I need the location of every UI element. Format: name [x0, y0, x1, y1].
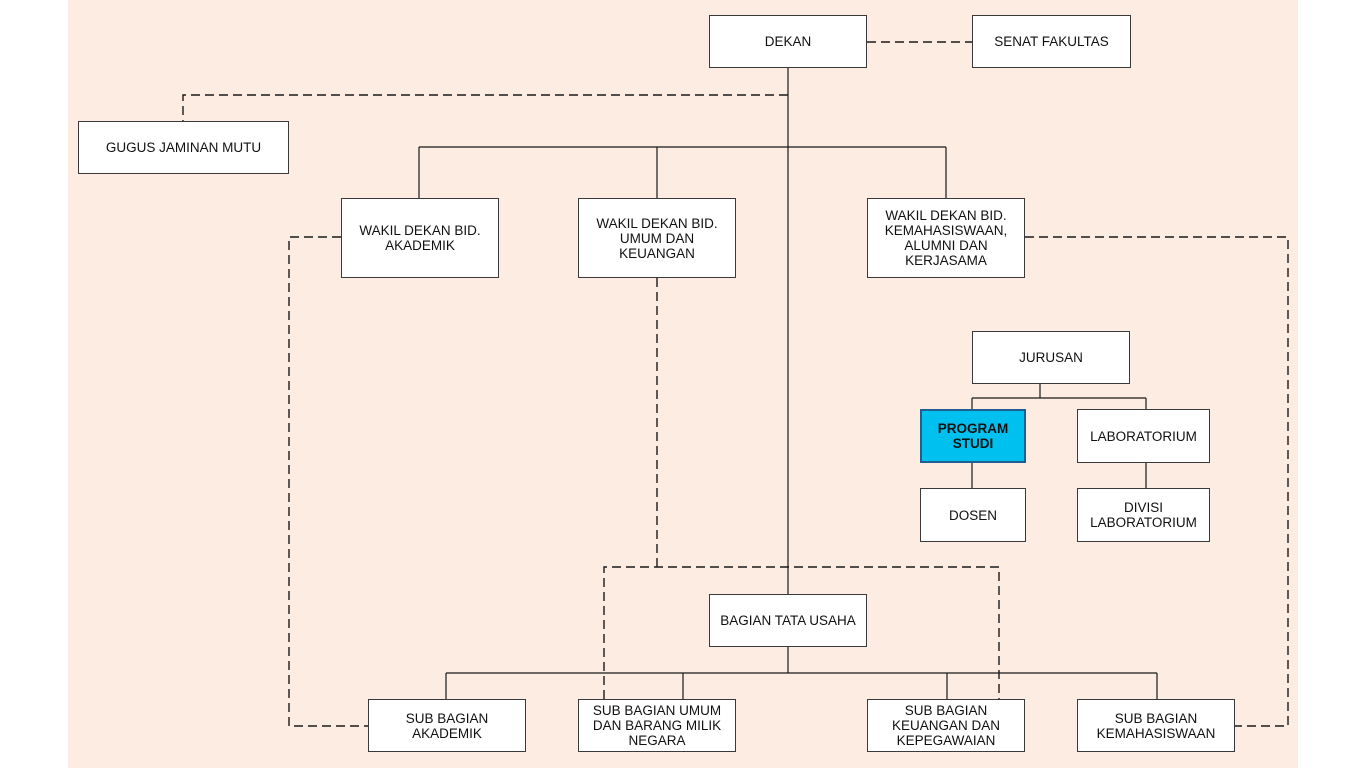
sb-keuangan-kepegawaian-box[interactable]: SUB BAGIAN KEUANGAN DAN KEPEGAWAIAN: [867, 699, 1025, 752]
dekan-gugus-dashed: [182, 94, 788, 121]
gugus-jaminan-mutu-box[interactable]: GUGUS JAMINAN MUTU: [78, 121, 289, 174]
dashed-connectors: [182, 41, 1289, 727]
akademik-dashed: [288, 236, 368, 727]
connector-lines: [68, 0, 1298, 768]
kemahasiswaan-dashed: [1025, 236, 1289, 727]
solid-connectors: [418, 68, 1158, 699]
jurusan-label: JURUSAN: [1019, 350, 1083, 365]
dekan-label: DEKAN: [764, 34, 812, 49]
dosen-box[interactable]: DOSEN: [920, 488, 1026, 542]
sb-keuangan-kepegawaian-label: SUB BAGIAN KEUANGAN DAN KEPEGAWAIAN: [891, 703, 1001, 748]
laboratorium-label: LABORATORIUM: [1090, 428, 1197, 444]
bagian-tata-usaha-box[interactable]: BAGIAN TATA USAHA: [709, 594, 867, 647]
wd-akademik-box[interactable]: WAKIL DEKAN BID. AKADEMIK: [341, 198, 499, 278]
wd-kemahasiswaan-label: WAKIL DEKAN BID. KEMAHASISWAAN, ALUMNI D…: [884, 208, 1008, 268]
divisi-laboratorium-box[interactable]: DIVISI LABORATORIUM: [1077, 488, 1210, 542]
program-studi-box[interactable]: PROGRAM STUDI: [920, 409, 1026, 463]
sb-akademik-box[interactable]: SUB BAGIAN AKADEMIK: [368, 699, 526, 752]
chart-background: [68, 0, 1298, 768]
jurusan-box[interactable]: JURUSAN: [972, 331, 1130, 384]
wd-umum-keuangan-box[interactable]: WAKIL DEKAN BID. UMUM DAN KEUANGAN: [578, 198, 736, 278]
sb-kemahasiswaan-box[interactable]: SUB BAGIAN KEMAHASISWAAN: [1077, 699, 1235, 752]
sb-akademik-label: SUB BAGIAN AKADEMIK: [405, 710, 489, 741]
wd-akademik-label: WAKIL DEKAN BID. AKADEMIK: [359, 223, 481, 253]
dekan-box[interactable]: DEKAN: [709, 15, 867, 68]
sb-umum-barang-box[interactable]: SUB BAGIAN UMUM DAN BARANG MILIK NEGARA: [578, 699, 736, 752]
sb-kemahasiswaan-label: SUB BAGIAN KEMAHASISWAAN: [1096, 710, 1216, 741]
program-studi-label: PROGRAM STUDI: [937, 421, 1009, 451]
dosen-label: DOSEN: [948, 507, 997, 523]
umum-keuangan-dashed: [603, 566, 1000, 699]
sb-umum-barang-label: SUB BAGIAN UMUM DAN BARANG MILIK NEGARA: [592, 703, 722, 748]
gugus-jaminan-mutu-label: GUGUS JAMINAN MUTU: [105, 140, 262, 155]
wd-kemahasiswaan-box[interactable]: WAKIL DEKAN BID. KEMAHASISWAAN, ALUMNI D…: [867, 198, 1025, 278]
divisi-laboratorium-label: DIVISI LABORATORIUM: [1090, 500, 1197, 530]
senat-fakultas-box[interactable]: SENAT FAKULTAS: [972, 15, 1131, 68]
org-chart-canvas: DEKAN SENAT FAKULTAS GUGUS JAMINAN MUTU …: [68, 0, 1298, 768]
bagian-tata-usaha-label: BAGIAN TATA USAHA: [720, 613, 856, 628]
laboratorium-box[interactable]: LABORATORIUM: [1077, 409, 1210, 463]
wd-umum-keuangan-label: WAKIL DEKAN BID. UMUM DAN KEUANGAN: [596, 215, 718, 261]
senat-fakultas-label: SENAT FAKULTAS: [994, 34, 1109, 49]
